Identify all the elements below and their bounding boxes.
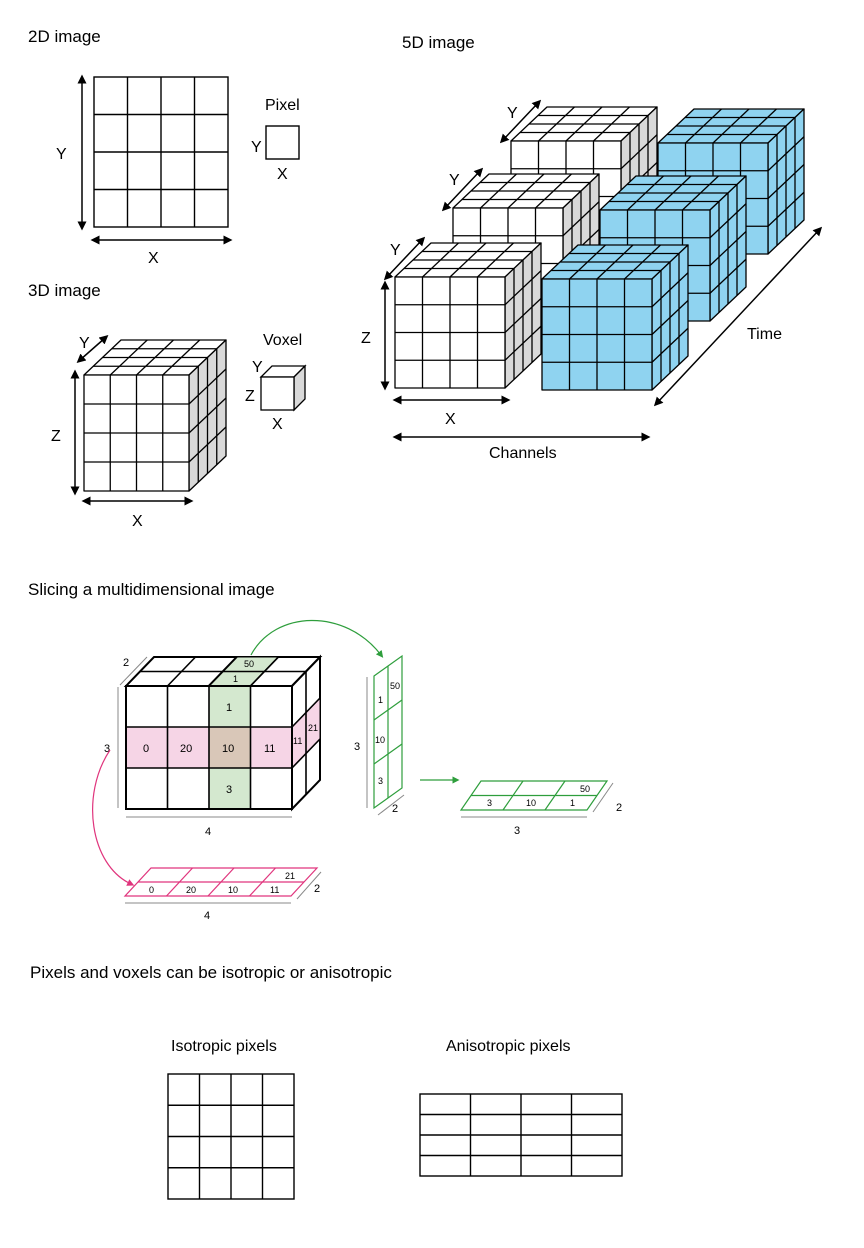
y-label-3d: Y	[79, 335, 90, 352]
voxel-x-label: X	[272, 416, 283, 433]
cube-depth-dimension-line	[119, 656, 148, 686]
green-slice-value-3: 3	[378, 776, 383, 786]
pink-slice-value-4: 21	[285, 871, 295, 881]
green-flat-value-0: 3	[487, 798, 492, 808]
green-vertical-slice	[373, 654, 403, 810]
voxel-label: Voxel	[263, 332, 302, 349]
voxel-cube	[259, 364, 307, 412]
title-2d-image: 2D image	[28, 27, 101, 46]
pixel-label: Pixel	[265, 97, 300, 114]
green-slice-value-1: 50	[390, 681, 400, 691]
pink-slice-depth-line	[296, 871, 322, 900]
anisotropic-grid	[419, 1093, 623, 1177]
green-flat-value-1: 10	[526, 798, 536, 808]
front-intersection-cell	[208, 727, 250, 768]
cube-height-label: 3	[104, 743, 110, 755]
cube-depth-label: 2	[123, 657, 129, 669]
pink-cell-value-3: 11	[264, 743, 275, 755]
channel2-cube-t1	[541, 244, 689, 391]
pink-cell-value-1: 20	[180, 743, 192, 755]
y-label-2d: Y	[56, 146, 67, 163]
green-flat-slice	[459, 780, 609, 811]
top-value-1: 1	[233, 674, 238, 684]
grid-2d	[93, 76, 229, 228]
pink-slice-value-3: 11	[270, 885, 279, 895]
pink-slice-value-0: 0	[149, 885, 154, 895]
y-axis-arrow-5d-mid	[441, 167, 484, 212]
green-slice-value-0: 1	[378, 695, 383, 705]
cubes-5d	[394, 106, 805, 391]
green-flat-value-3: 50	[580, 784, 590, 794]
cube-3d	[83, 339, 227, 492]
pixel-y-label: Y	[251, 139, 262, 156]
title-5d-image: 5D image	[402, 33, 475, 52]
title-isotropy: Pixels and voxels can be isotropic or an…	[30, 963, 392, 982]
title-slicing: Slicing a multidimensional image	[28, 580, 275, 599]
green-flat-value-2: 1	[570, 798, 575, 808]
time-label: Time	[747, 326, 782, 343]
isotropic-grid	[167, 1073, 295, 1200]
green-flat-depth-label: 2	[616, 802, 622, 814]
anisotropic-pixels-label: Anisotropic pixels	[446, 1038, 571, 1055]
title-3d-image: 3D image	[28, 281, 101, 300]
slicing-cube	[123, 654, 323, 812]
green-slice-curve-arrow	[250, 619, 384, 658]
green-cell-value-0: 1	[226, 702, 232, 714]
channel1-cube-t1	[394, 242, 542, 389]
voxel-y-label: Y	[252, 359, 263, 376]
pink-slice-width-label: 4	[204, 910, 210, 922]
green-slice-value-2: 10	[375, 735, 385, 745]
x-label-3d: X	[132, 513, 143, 530]
cube-width-label: 4	[205, 826, 211, 838]
pink-slice-value-1: 20	[186, 885, 196, 895]
y-axis-arrow-3d	[76, 335, 109, 363]
pink-cell-value-0: 0	[143, 743, 149, 755]
channels-label: Channels	[489, 445, 557, 462]
y-label-5d-mid: Y	[449, 172, 460, 189]
z-label-3d: Z	[51, 428, 61, 445]
pixel-square	[265, 125, 300, 160]
voxel-grid-cube	[83, 339, 227, 492]
x-label-2d: X	[148, 250, 159, 267]
pink-slice-curve-arrow	[92, 749, 135, 886]
pixel-x-label: X	[277, 166, 288, 183]
y-axis-arrow-5d-front	[383, 236, 426, 281]
green-slice-height-label: 3	[354, 741, 360, 753]
x-label-5d: X	[445, 411, 456, 428]
pink-slice-depth-label: 2	[314, 883, 320, 895]
isotropic-pixels-label: Isotropic pixels	[171, 1038, 277, 1055]
green-cell-value-2: 3	[226, 784, 232, 796]
side-value-21: 21	[308, 723, 318, 733]
voxel-z-label: Z	[245, 388, 255, 405]
y-label-5d-back: Y	[507, 105, 518, 122]
pink-slice-value-2: 10	[228, 885, 238, 895]
y-axis-arrow-5d-back	[499, 99, 542, 144]
side-value-11: 11	[293, 736, 302, 746]
green-slice-depth-label: 2	[392, 803, 398, 815]
pink-cell-value-2: 10	[222, 743, 234, 755]
z-label-5d: Z	[361, 330, 371, 347]
green-flat-width-label: 3	[514, 825, 520, 837]
green-flat-depth-line	[592, 782, 614, 813]
pink-flat-slice	[123, 867, 319, 897]
green-slice-depth-line	[377, 794, 405, 816]
top-value-50: 50	[244, 659, 254, 669]
time-arrow	[653, 226, 823, 407]
y-label-5d-front: Y	[390, 242, 401, 259]
